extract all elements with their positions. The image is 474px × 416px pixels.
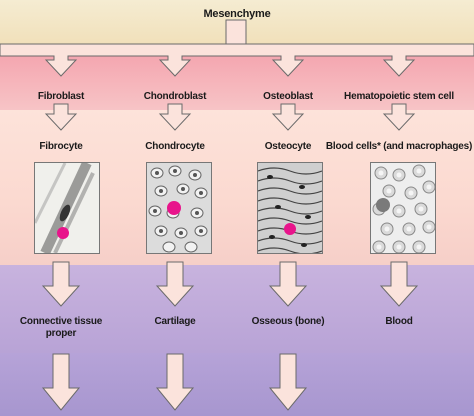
arrow-bottom-1 xyxy=(41,353,81,411)
osteocyte-label: Osteocyte xyxy=(264,141,312,152)
fibrocyte-label: Fibrocyte xyxy=(39,141,83,152)
arrow-osteocyte-down xyxy=(268,261,308,307)
arrow-bottom-2 xyxy=(155,353,195,411)
arrow-osteoblast-down xyxy=(271,103,305,131)
bottom-band xyxy=(0,353,474,416)
chondroblast-label: Chondroblast xyxy=(143,91,207,102)
arrow-chondrocyte-down xyxy=(155,261,195,307)
arrow-blood-down xyxy=(379,261,419,307)
mesenchyme-title: Mesenchyme xyxy=(203,8,271,20)
fibrocyte-micrograph xyxy=(34,162,100,254)
blood-label: Blood xyxy=(385,316,413,327)
hematopoietic-stem-cell-label: Hematopoietic stem cell xyxy=(344,91,454,102)
fibrocyte-highlight xyxy=(57,227,69,239)
chondrocyte-highlight xyxy=(167,201,181,215)
arrow-fibroblast-down xyxy=(44,103,78,131)
blood-cells-micrograph xyxy=(370,162,436,254)
chondrocyte-label: Chondrocyte xyxy=(145,141,205,152)
chondrocyte-micrograph xyxy=(146,162,212,254)
osseous-bone-label: Osseous (bone) xyxy=(251,316,325,327)
osteoblast-label: Osteoblast xyxy=(263,91,313,102)
arrow-hsc-down xyxy=(382,103,416,131)
connective-tissue-proper-label: Connective tissue proper xyxy=(19,316,103,339)
mesenchyme-stem-arrow xyxy=(225,19,247,45)
arrow-chondroblast-down xyxy=(158,103,192,131)
arrow-bottom-3 xyxy=(268,353,308,411)
osteocyte-micrograph xyxy=(257,162,323,254)
cartilage-label: Cartilage xyxy=(154,316,196,327)
arrow-fibrocyte-down xyxy=(41,261,81,307)
blood-cells-label: Blood cells* (and macrophages) xyxy=(325,141,473,152)
osteocyte-highlight xyxy=(284,223,296,235)
mesenchyme-distribution-arrow xyxy=(0,43,474,77)
fibroblast-label: Fibroblast xyxy=(37,91,85,102)
